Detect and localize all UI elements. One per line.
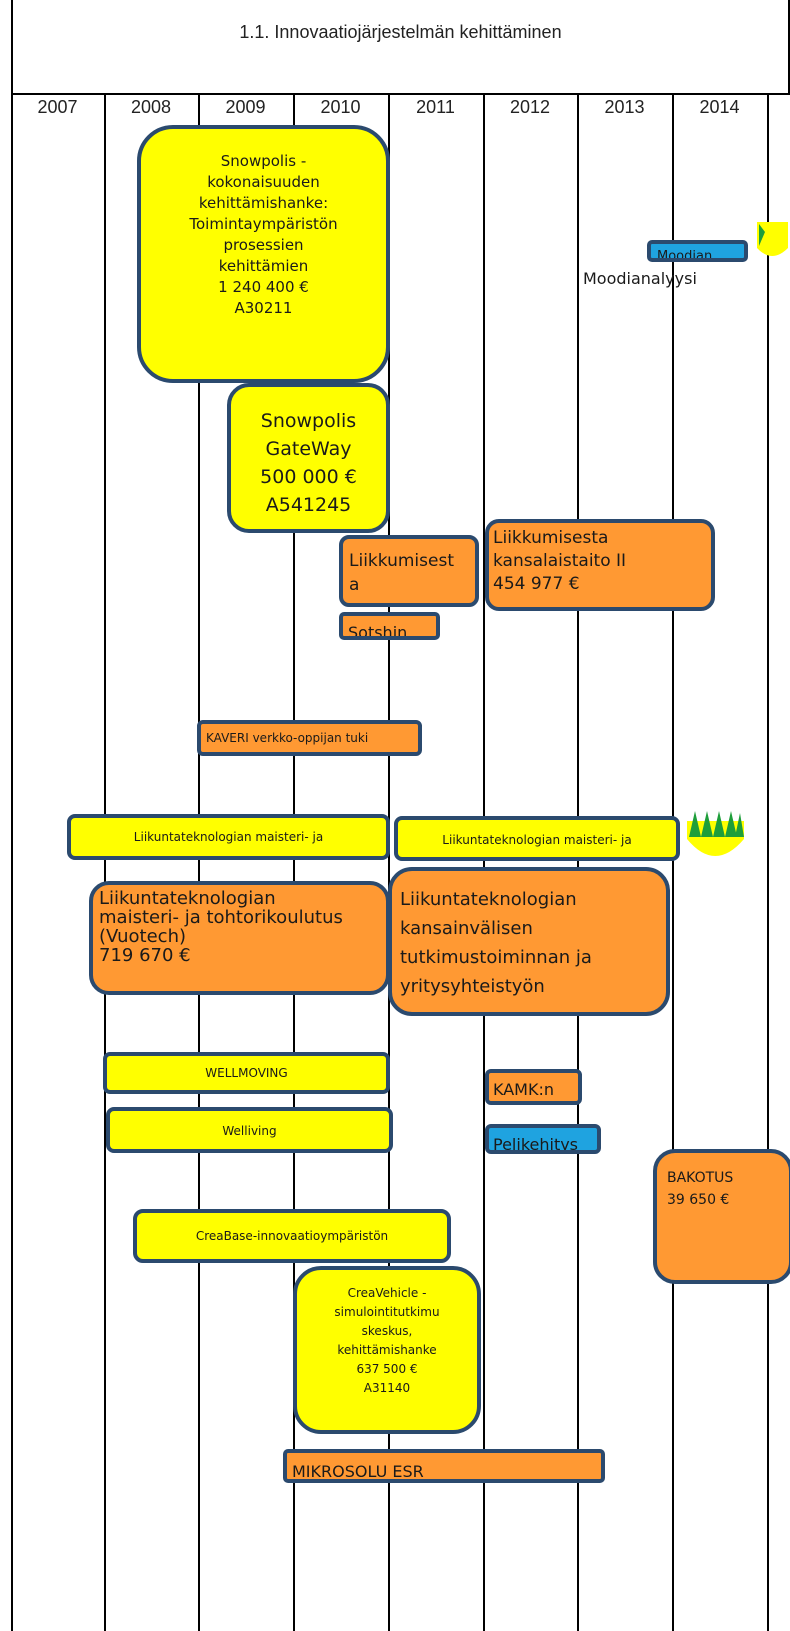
tree-emblem-icon: [687, 811, 744, 856]
project-snowpolis-gateway: Snowpolis GateWay 500 000 € A541245: [227, 383, 390, 533]
project-bakotus: BAKOTUS 39 650 €: [653, 1149, 790, 1284]
project-sotshin: Sotshin: [339, 612, 440, 640]
year-divider: [104, 95, 106, 1631]
year-divider: [672, 95, 674, 1631]
project-liikuntatek-kansainvalisen: Liikuntateknologian kansainvälisen tutki…: [388, 867, 670, 1016]
project-liikkumisesta-kansalaistaito-ii: Liikkumisesta kansalaistaito II 454 977 …: [485, 519, 715, 611]
project-liikuntatek-maisteri-2: Liikuntateknologian maisteri- ja: [394, 816, 680, 861]
year-divider: [11, 95, 13, 1631]
project-mikrosolu: MIKROSOLU ESR: [283, 1449, 605, 1483]
year-header-row: 2007 2008 2009 2010 2011 2012 2013 2014: [11, 95, 790, 120]
chart-title: 1.1. Innovaatiojärjestelmän kehittäminen: [239, 22, 562, 42]
project-moodian: Moodian: [647, 240, 748, 262]
year-label: 2009: [225, 97, 266, 117]
timeline-chart: 1.1. Innovaatiojärjestelmän kehittäminen…: [11, 0, 790, 1631]
title-box: 1.1. Innovaatiojärjestelmän kehittäminen: [11, 0, 790, 95]
year-divider: [767, 95, 769, 1631]
project-snowpolis-kokonaisuus: Snowpolis - kokonaisuuden kehittämishank…: [137, 125, 390, 383]
year-divider: [577, 95, 579, 1631]
year-label: 2007: [37, 97, 78, 117]
project-kamk: KAMK:n: [485, 1069, 582, 1105]
project-creabase: CreaBase-innovaatioympäristön: [133, 1209, 451, 1263]
project-liikuntatek-maisteri-1: Liikuntateknologian maisteri- ja: [67, 814, 390, 860]
year-label: 2008: [130, 97, 172, 117]
year-divider: [483, 95, 485, 1631]
project-liikkumisesta: Liikkumisest a: [339, 535, 479, 607]
year-label: 2012: [509, 97, 551, 117]
tree-emblem-icon: [757, 222, 788, 256]
project-creavehicle: CreaVehicle - simulointitutkimu skeskus,…: [293, 1266, 481, 1434]
project-welliving: Welliving: [106, 1107, 393, 1153]
year-label: 2014: [699, 97, 740, 117]
year-divider: [388, 95, 390, 1631]
year-divider: [198, 95, 200, 1631]
project-pelikehitys: Pelikehitys: [485, 1124, 601, 1154]
year-label: 2010: [320, 97, 361, 117]
project-kaveri: KAVERI verkko-oppijan tuki: [197, 720, 422, 756]
label-moodianalyysi: Moodianalyysi: [583, 269, 697, 288]
year-label: 2013: [604, 97, 645, 117]
year-label: 2011: [416, 97, 455, 117]
project-vuotech: Liikuntateknologian maisteri- ja tohtori…: [89, 881, 390, 995]
year-divider: [293, 95, 295, 1631]
project-wellmoving: WELLMOVING: [103, 1052, 390, 1094]
